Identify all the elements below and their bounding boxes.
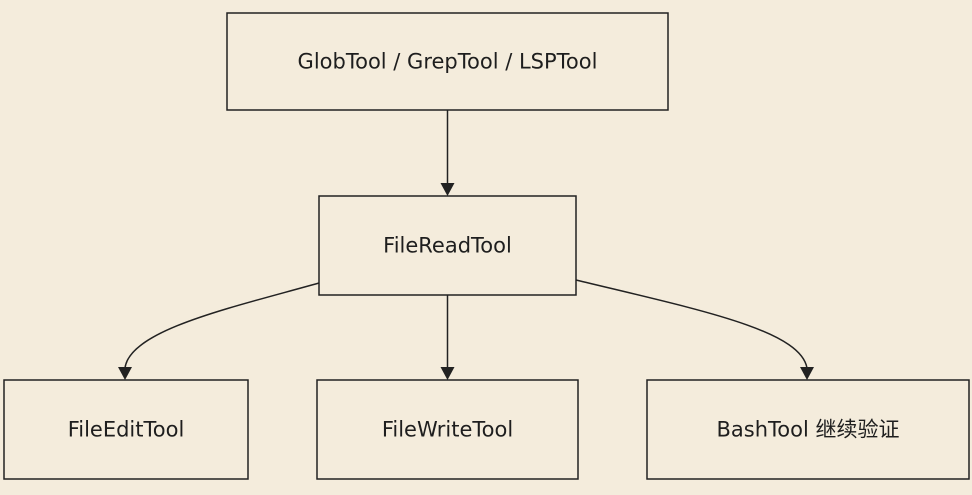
node-box xyxy=(316,379,579,480)
edge-read-to-bash xyxy=(575,279,808,369)
node-label: FileEditTool xyxy=(68,418,185,442)
node-bash-tool: BashTool 继续验证 xyxy=(646,379,970,480)
edge-read-to-edit xyxy=(124,282,320,369)
arrowhead-read xyxy=(440,183,455,196)
node-search-tools: GlobTool / GrepTool / LSPTool xyxy=(226,12,669,111)
node-label: FileReadTool xyxy=(383,234,512,258)
node-label: BashTool 继续验证 xyxy=(717,418,900,442)
node-box xyxy=(226,12,669,111)
node-label: GlobTool / GrepTool / LSPTool xyxy=(298,50,598,74)
node-label: FileWriteTool xyxy=(382,418,513,442)
arrowhead-edit xyxy=(118,367,132,380)
node-file-edit-tool: FileEditTool xyxy=(3,379,249,480)
arrowhead-bash xyxy=(800,367,814,380)
node-file-read-tool: FileReadTool xyxy=(318,195,577,296)
node-box xyxy=(318,195,577,296)
node-box xyxy=(3,379,249,480)
edges xyxy=(118,110,814,380)
arrowhead-write xyxy=(440,367,455,380)
node-box xyxy=(646,379,970,480)
node-file-write-tool: FileWriteTool xyxy=(316,379,579,480)
